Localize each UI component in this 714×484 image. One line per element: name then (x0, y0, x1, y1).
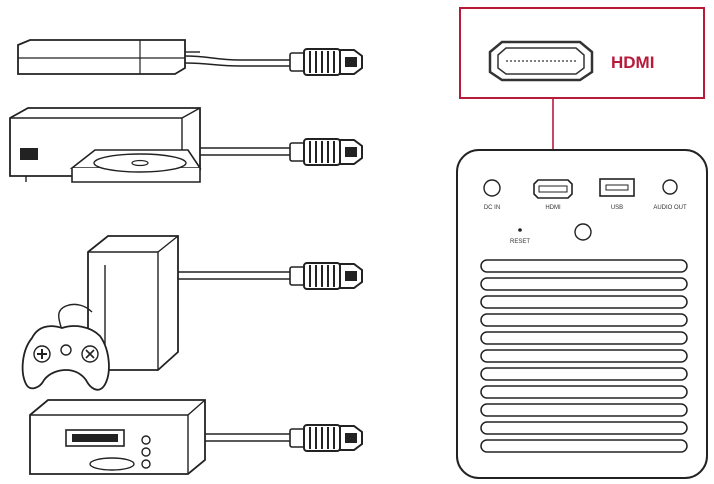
vent-slot (480, 331, 688, 345)
port-label-hdmi: HDMI (545, 205, 561, 211)
vent-slot (480, 421, 688, 435)
vent-slot (480, 403, 688, 417)
dc-in-port (483, 179, 501, 197)
vent-slot (480, 313, 688, 327)
cable-game-console (178, 271, 292, 280)
cable-dvd-player (200, 147, 292, 156)
vent-slot (480, 277, 688, 291)
vent-slot (480, 349, 688, 363)
port-label-audio-out: AUDIO OUT (653, 205, 687, 211)
vent-slot (480, 259, 688, 273)
hdmi-plug-icon (289, 138, 363, 166)
vent-slot (480, 367, 688, 381)
hdmi-callout-label: HDMI (611, 53, 654, 72)
dvd-player-icon (9, 107, 202, 183)
set-top-box-icon (29, 399, 206, 475)
hdmi-callout-box: HDMI (459, 7, 705, 99)
vent-slot (480, 295, 688, 309)
hdmi-plug-icon (289, 424, 363, 452)
vent-slot (480, 385, 688, 399)
streaming-stick-icon (17, 39, 200, 75)
cable-streaming-stick (184, 55, 292, 67)
cable-set-top-box (205, 433, 292, 442)
hdmi-plug-icon (289, 262, 363, 290)
reset-label: RESET (510, 239, 530, 245)
vent-grille (480, 259, 688, 453)
ir-sensor-icon (574, 223, 592, 241)
vent-slot (480, 439, 688, 453)
game-console-icon (21, 235, 179, 391)
audio-out-port (662, 179, 678, 195)
projector-rear-panel: DC IN HDMI USB AUDIO OUT RESET (456, 149, 708, 479)
port-label-dc-in: DC IN (484, 205, 500, 211)
port-label-usb: USB (611, 205, 623, 211)
reset-hole-icon (518, 228, 522, 232)
hdmi-plug-icon (289, 48, 363, 76)
